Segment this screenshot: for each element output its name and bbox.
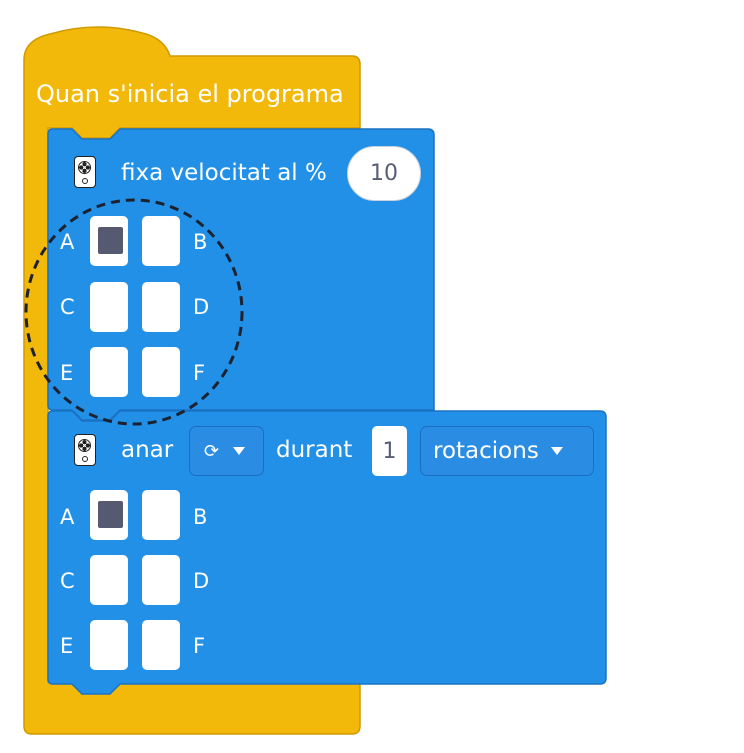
hat-block-label: Quan s'inicia el programa <box>36 80 344 108</box>
direction-dropdown[interactable]: ⟳ <box>189 426 264 476</box>
port-b-toggle[interactable] <box>142 490 180 540</box>
hub-icon <box>74 156 96 188</box>
unit-dropdown-label: rotacions <box>433 438 539 464</box>
port-label-a: A <box>60 230 75 254</box>
port-label-d: D <box>193 569 210 593</box>
port-e-toggle[interactable] <box>90 620 128 670</box>
chevron-down-icon <box>233 447 246 455</box>
port-f-toggle[interactable] <box>142 620 180 670</box>
run-block-for-label: durant <box>276 437 353 463</box>
run-block-go-label: anar <box>121 437 174 463</box>
port-label-a: A <box>60 505 75 529</box>
port-f-toggle[interactable] <box>142 347 180 397</box>
port-a-toggle-selected[interactable] <box>90 490 128 540</box>
port-label-c: C <box>60 295 75 319</box>
port-label-f: F <box>193 361 206 385</box>
chevron-down-icon <box>550 447 563 455</box>
port-d-toggle[interactable] <box>142 282 180 332</box>
port-label-b: B <box>193 505 208 529</box>
port-c-toggle[interactable] <box>90 555 128 605</box>
port-c-toggle[interactable] <box>90 282 128 332</box>
speed-value-input[interactable]: 10 <box>347 146 421 201</box>
port-label-e: E <box>60 361 74 385</box>
hat-block-shape[interactable] <box>23 26 361 735</box>
highlight-circle <box>24 198 244 426</box>
port-label-b: B <box>193 230 208 254</box>
port-label-c: C <box>60 569 75 593</box>
port-label-e: E <box>60 634 74 658</box>
speed-block-label: fixa velocitat al % <box>121 160 327 186</box>
port-b-toggle[interactable] <box>142 216 180 266</box>
port-e-toggle[interactable] <box>90 347 128 397</box>
port-label-f: F <box>193 634 206 658</box>
run-block-shape[interactable] <box>47 410 607 695</box>
hub-icon <box>74 434 96 466</box>
unit-dropdown[interactable]: rotacions <box>420 426 594 476</box>
port-label-d: D <box>193 295 210 319</box>
rotation-amount-input[interactable]: 1 <box>372 426 407 476</box>
port-d-toggle[interactable] <box>142 555 180 605</box>
rotate-clockwise-icon: ⟳ <box>204 440 220 462</box>
port-a-toggle-selected[interactable] <box>90 216 128 266</box>
